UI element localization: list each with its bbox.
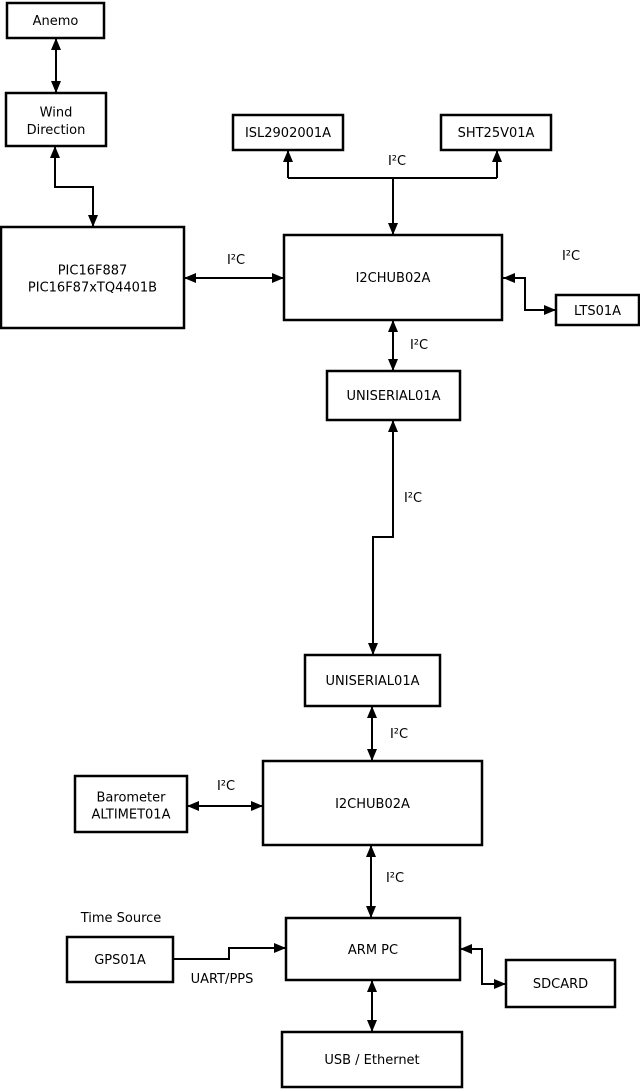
node-lts-box [554, 293, 640, 327]
node-pic-label-line2: PIC16F87xTQ4401B [28, 281, 157, 296]
bus-label-sensors-top: I²C [388, 154, 406, 169]
node-uniserial-bottom-label: UNISERIAL01A [326, 674, 420, 689]
node-anemo-label: Anemo [33, 14, 79, 29]
edge-armpc-sdcard [460, 944, 506, 989]
bus-label-hub-lts: I²C [562, 249, 580, 264]
node-anemo-box [5, 1, 106, 40]
annotation-time-source: Time Source [80, 911, 162, 926]
node-i2chub-bottom-label: I2CHUB02A [335, 797, 410, 812]
node-wind-direction-box [4, 91, 108, 148]
node-barometer-box [73, 774, 189, 834]
node-sdcard-label: SDCARD [533, 977, 588, 992]
node-usb-ethernet-box [280, 1030, 464, 1089]
node-i2chub-bottom-box [261, 759, 484, 847]
annotation-uart-pps: UART/PPS [191, 972, 254, 987]
node-usb-ethernet-label: USB / Ethernet [324, 1053, 419, 1068]
node-i2chub-top-label: I2CHUB02A [356, 271, 431, 286]
edge-wind-pic [50, 146, 98, 227]
node-armpc-box [284, 916, 462, 982]
node-sht-label: SHT25V01A [458, 126, 535, 141]
edge-uniserial-link [368, 420, 398, 655]
node-pic-label-line1: PIC16F887 [58, 264, 128, 279]
node-lts-label: LTS01A [574, 304, 621, 319]
node-uniserial-top-box [325, 369, 462, 422]
node-i2chub-top-box [282, 233, 504, 322]
bus-label-barometer-hub2: I²C [217, 779, 235, 794]
node-armpc-label: ARM PC [348, 943, 398, 958]
node-sht-box [439, 113, 553, 152]
node-isl-label: ISL2902001A [245, 126, 331, 141]
node-uniserial-bottom-box [303, 653, 442, 708]
bus-label-uniserial-link: I²C [404, 491, 422, 506]
node-barometer-label-line2: ALTIMET01A [92, 808, 171, 823]
node-gps-label: GPS01A [94, 953, 146, 968]
edge-gps-armpc [173, 943, 286, 960]
node-isl-box [231, 113, 345, 152]
bus-label-hub-uniserial: I²C [410, 338, 428, 353]
node-wind-direction-label-line2: Direction [27, 123, 86, 138]
bus-label-pic-hub: I²C [227, 253, 245, 268]
node-sdcard-box [504, 958, 617, 1009]
node-wind-direction-label-line1: Wind [40, 106, 73, 121]
bus-label-uniserial-hub2: I²C [390, 727, 408, 742]
node-pic-box [0, 225, 186, 330]
node-barometer-label-line1: Barometer [97, 791, 167, 806]
node-gps-box [65, 935, 175, 984]
edge-hub1-lts [503, 273, 556, 315]
node-uniserial-top-label: UNISERIAL01A [347, 389, 441, 404]
bus-label-hub2-armpc: I²C [386, 871, 404, 886]
